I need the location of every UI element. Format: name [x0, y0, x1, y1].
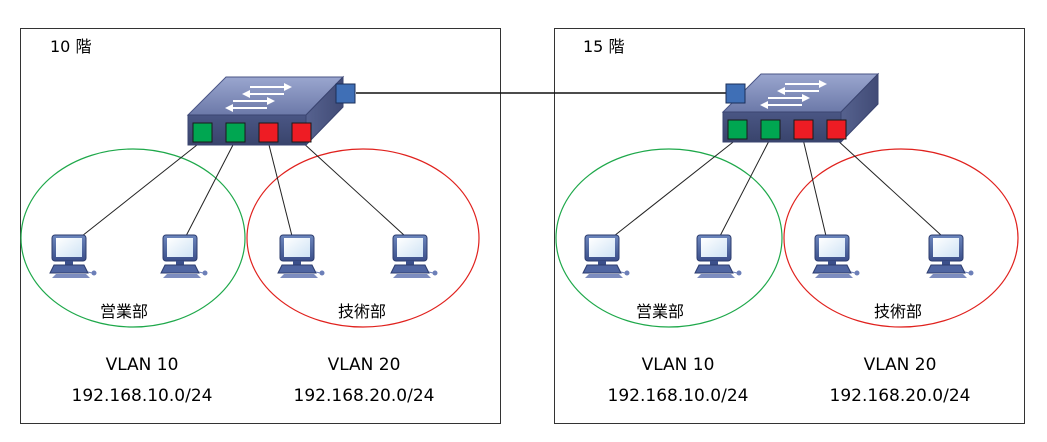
- group-name-10f-vlan10: 営業部: [100, 302, 148, 321]
- vlan10-port-10f-2: [225, 122, 246, 143]
- floor-frame-10: [20, 28, 501, 424]
- trunk-port-10f: [335, 83, 356, 104]
- vlan20-port-15f-1: [793, 119, 814, 140]
- vlan20-port-10f-1: [258, 122, 279, 143]
- group-name-15f-vlan10: 営業部: [636, 302, 684, 321]
- vlan20-group-10f: [246, 148, 480, 328]
- subnet-15f-vlan10: 192.168.10.0/24: [608, 386, 749, 406]
- floor-frame-15: [554, 28, 1025, 424]
- subnet-10f-vlan10: 192.168.10.0/24: [72, 386, 213, 406]
- vlan-label-10f-vlan10: VLAN 10: [106, 355, 179, 375]
- desktop-computer-icon: [694, 234, 742, 279]
- vlan-label-15f-vlan10: VLAN 10: [642, 355, 715, 375]
- vlan-label-10f-vlan20: VLAN 20: [328, 355, 401, 375]
- cables-10f: [81, 140, 406, 237]
- desktop-computer-icon: [160, 234, 208, 279]
- desktop-computer-icon: [582, 234, 630, 279]
- floor-title-15: 15 階: [583, 37, 624, 56]
- group-name-10f-vlan20: 技術部: [338, 302, 386, 321]
- vlan10-port-15f-1: [727, 119, 748, 140]
- group-name-15f-vlan20: 技術部: [874, 302, 922, 321]
- desktop-computer-icon: [926, 234, 974, 279]
- vlan20-port-10f-2: [291, 122, 312, 143]
- vlan10-group-10f: [20, 148, 246, 328]
- trunk-port-15f: [725, 83, 746, 104]
- desktop-computer-icon: [812, 234, 860, 279]
- desktop-computer-icon: [390, 234, 438, 279]
- floor-title-10: 10 階: [50, 37, 91, 56]
- vlan20-port-15f-2: [826, 119, 847, 140]
- vlan20-group-15f: [783, 148, 1019, 328]
- vlan-label-15f-vlan20: VLAN 20: [864, 355, 937, 375]
- vlan10-port-15f-2: [760, 119, 781, 140]
- cables-15f: [613, 138, 943, 237]
- desktop-computer-icon: [277, 234, 325, 279]
- vlan10-group-15f: [555, 148, 783, 328]
- vlan10-port-10f-1: [192, 122, 213, 143]
- subnet-10f-vlan20: 192.168.20.0/24: [294, 386, 435, 406]
- subnet-15f-vlan20: 192.168.20.0/24: [830, 386, 971, 406]
- desktop-computer-icon: [49, 234, 97, 279]
